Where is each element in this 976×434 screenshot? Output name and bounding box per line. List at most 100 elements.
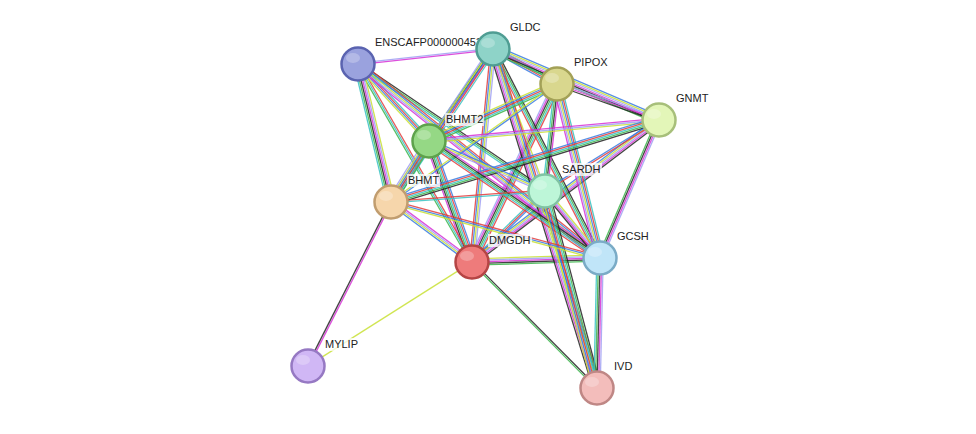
- evidence-line: [552, 206, 596, 371]
- evidence-line: [559, 128, 645, 182]
- evidence-line: [548, 207, 592, 372]
- evidence-line: [445, 92, 543, 136]
- evidence-line: [358, 81, 383, 187]
- evidence-line: [545, 208, 589, 373]
- protein-node: BHMT: [373, 184, 409, 220]
- node-label: BHMT2: [445, 113, 484, 126]
- circle-shine: [346, 53, 360, 63]
- interaction-edge: [407, 205, 585, 256]
- evidence-line: [572, 91, 643, 116]
- evidence-line: [573, 89, 644, 114]
- interaction-edge: [488, 255, 583, 264]
- interaction-edge: [572, 88, 644, 116]
- protein-node: DMGDH: [454, 244, 490, 280]
- protein-node: PIPOX: [539, 66, 575, 102]
- interaction-edge: [544, 100, 557, 175]
- evidence-line: [407, 208, 584, 255]
- node-label: PIPOX: [573, 56, 609, 69]
- node-circle: [454, 244, 490, 280]
- circle-shine: [296, 355, 310, 365]
- protein-node: MYLIP: [290, 348, 326, 384]
- node-circle: [539, 66, 575, 102]
- protein-node: GCSH: [582, 240, 618, 276]
- evidence-line: [443, 88, 541, 132]
- evidence-line: [364, 79, 389, 185]
- evidence-line: [544, 100, 552, 174]
- node-label: MYLIP: [324, 338, 359, 351]
- evidence-line: [407, 205, 584, 252]
- circle-shine: [647, 109, 661, 119]
- evidence-line: [573, 88, 644, 113]
- circle-shine: [545, 73, 559, 83]
- circle-shape: [529, 175, 562, 208]
- protein-node: ENSCAFP00000045369: [340, 46, 376, 82]
- protein-node: IVD: [579, 370, 615, 406]
- evidence-line: [406, 122, 642, 194]
- evidence-line: [557, 202, 591, 243]
- circle-shine: [460, 251, 474, 261]
- node-circle: [579, 370, 615, 406]
- node-label: GLDC: [509, 21, 542, 34]
- node-label: SARDH: [561, 163, 602, 176]
- circle-shape: [581, 372, 614, 405]
- evidence-line: [407, 206, 584, 253]
- circle-shine: [588, 247, 602, 257]
- interaction-edge: [406, 122, 644, 200]
- evidence-line: [405, 211, 459, 251]
- node-circle: [373, 184, 409, 220]
- interaction-edge: [315, 216, 385, 351]
- evidence-line: [374, 52, 476, 63]
- interaction-edge: [594, 274, 603, 371]
- circle-shine: [481, 38, 495, 48]
- circle-shape: [456, 246, 489, 279]
- node-label: BHMT: [407, 174, 440, 187]
- node-circle: [411, 123, 447, 159]
- evidence-line: [606, 135, 652, 243]
- evidence-line: [550, 207, 594, 372]
- node-circle: [641, 102, 677, 138]
- circle-shape: [541, 68, 574, 101]
- interaction-edge: [407, 191, 528, 201]
- circle-shape: [375, 186, 408, 219]
- evidence-line: [363, 80, 388, 186]
- circle-shine: [417, 130, 431, 140]
- interaction-edge: [545, 206, 596, 373]
- evidence-line: [316, 217, 384, 352]
- evidence-line: [315, 216, 383, 351]
- interaction-edge: [358, 79, 391, 187]
- evidence-line: [497, 65, 591, 372]
- evidence-line: [408, 193, 529, 202]
- evidence-line: [406, 123, 642, 195]
- circle-shape: [643, 104, 676, 137]
- node-label: GCSH: [616, 230, 650, 243]
- evidence-line: [609, 136, 655, 244]
- evidence-line: [553, 206, 597, 371]
- evidence-line: [435, 156, 467, 246]
- evidence-line: [322, 271, 458, 357]
- node-circle: [340, 46, 376, 82]
- evidence-line: [360, 81, 385, 187]
- evidence-line: [443, 89, 541, 133]
- evidence-line: [407, 125, 643, 197]
- circle-shape: [477, 33, 510, 66]
- circle-shine: [379, 191, 393, 201]
- interaction-edge: [322, 271, 458, 357]
- circle-shape: [342, 48, 375, 81]
- protein-node: GLDC: [475, 31, 511, 67]
- evidence-line: [594, 274, 596, 371]
- evidence-line: [510, 52, 646, 110]
- circle-shape: [292, 350, 325, 383]
- protein-node: SARDH: [527, 173, 563, 209]
- evidence-line: [407, 191, 528, 200]
- evidence-line: [604, 134, 650, 242]
- node-circle: [582, 240, 618, 276]
- evidence-line: [546, 100, 554, 174]
- evidence-line: [361, 80, 386, 186]
- node-label: GNMT: [675, 92, 709, 105]
- interaction-edge: [507, 52, 646, 117]
- evidence-line: [607, 135, 653, 243]
- circle-shine: [585, 377, 599, 387]
- node-circle: [475, 31, 511, 67]
- evidence-line: [547, 208, 591, 373]
- interaction-edge: [374, 50, 476, 63]
